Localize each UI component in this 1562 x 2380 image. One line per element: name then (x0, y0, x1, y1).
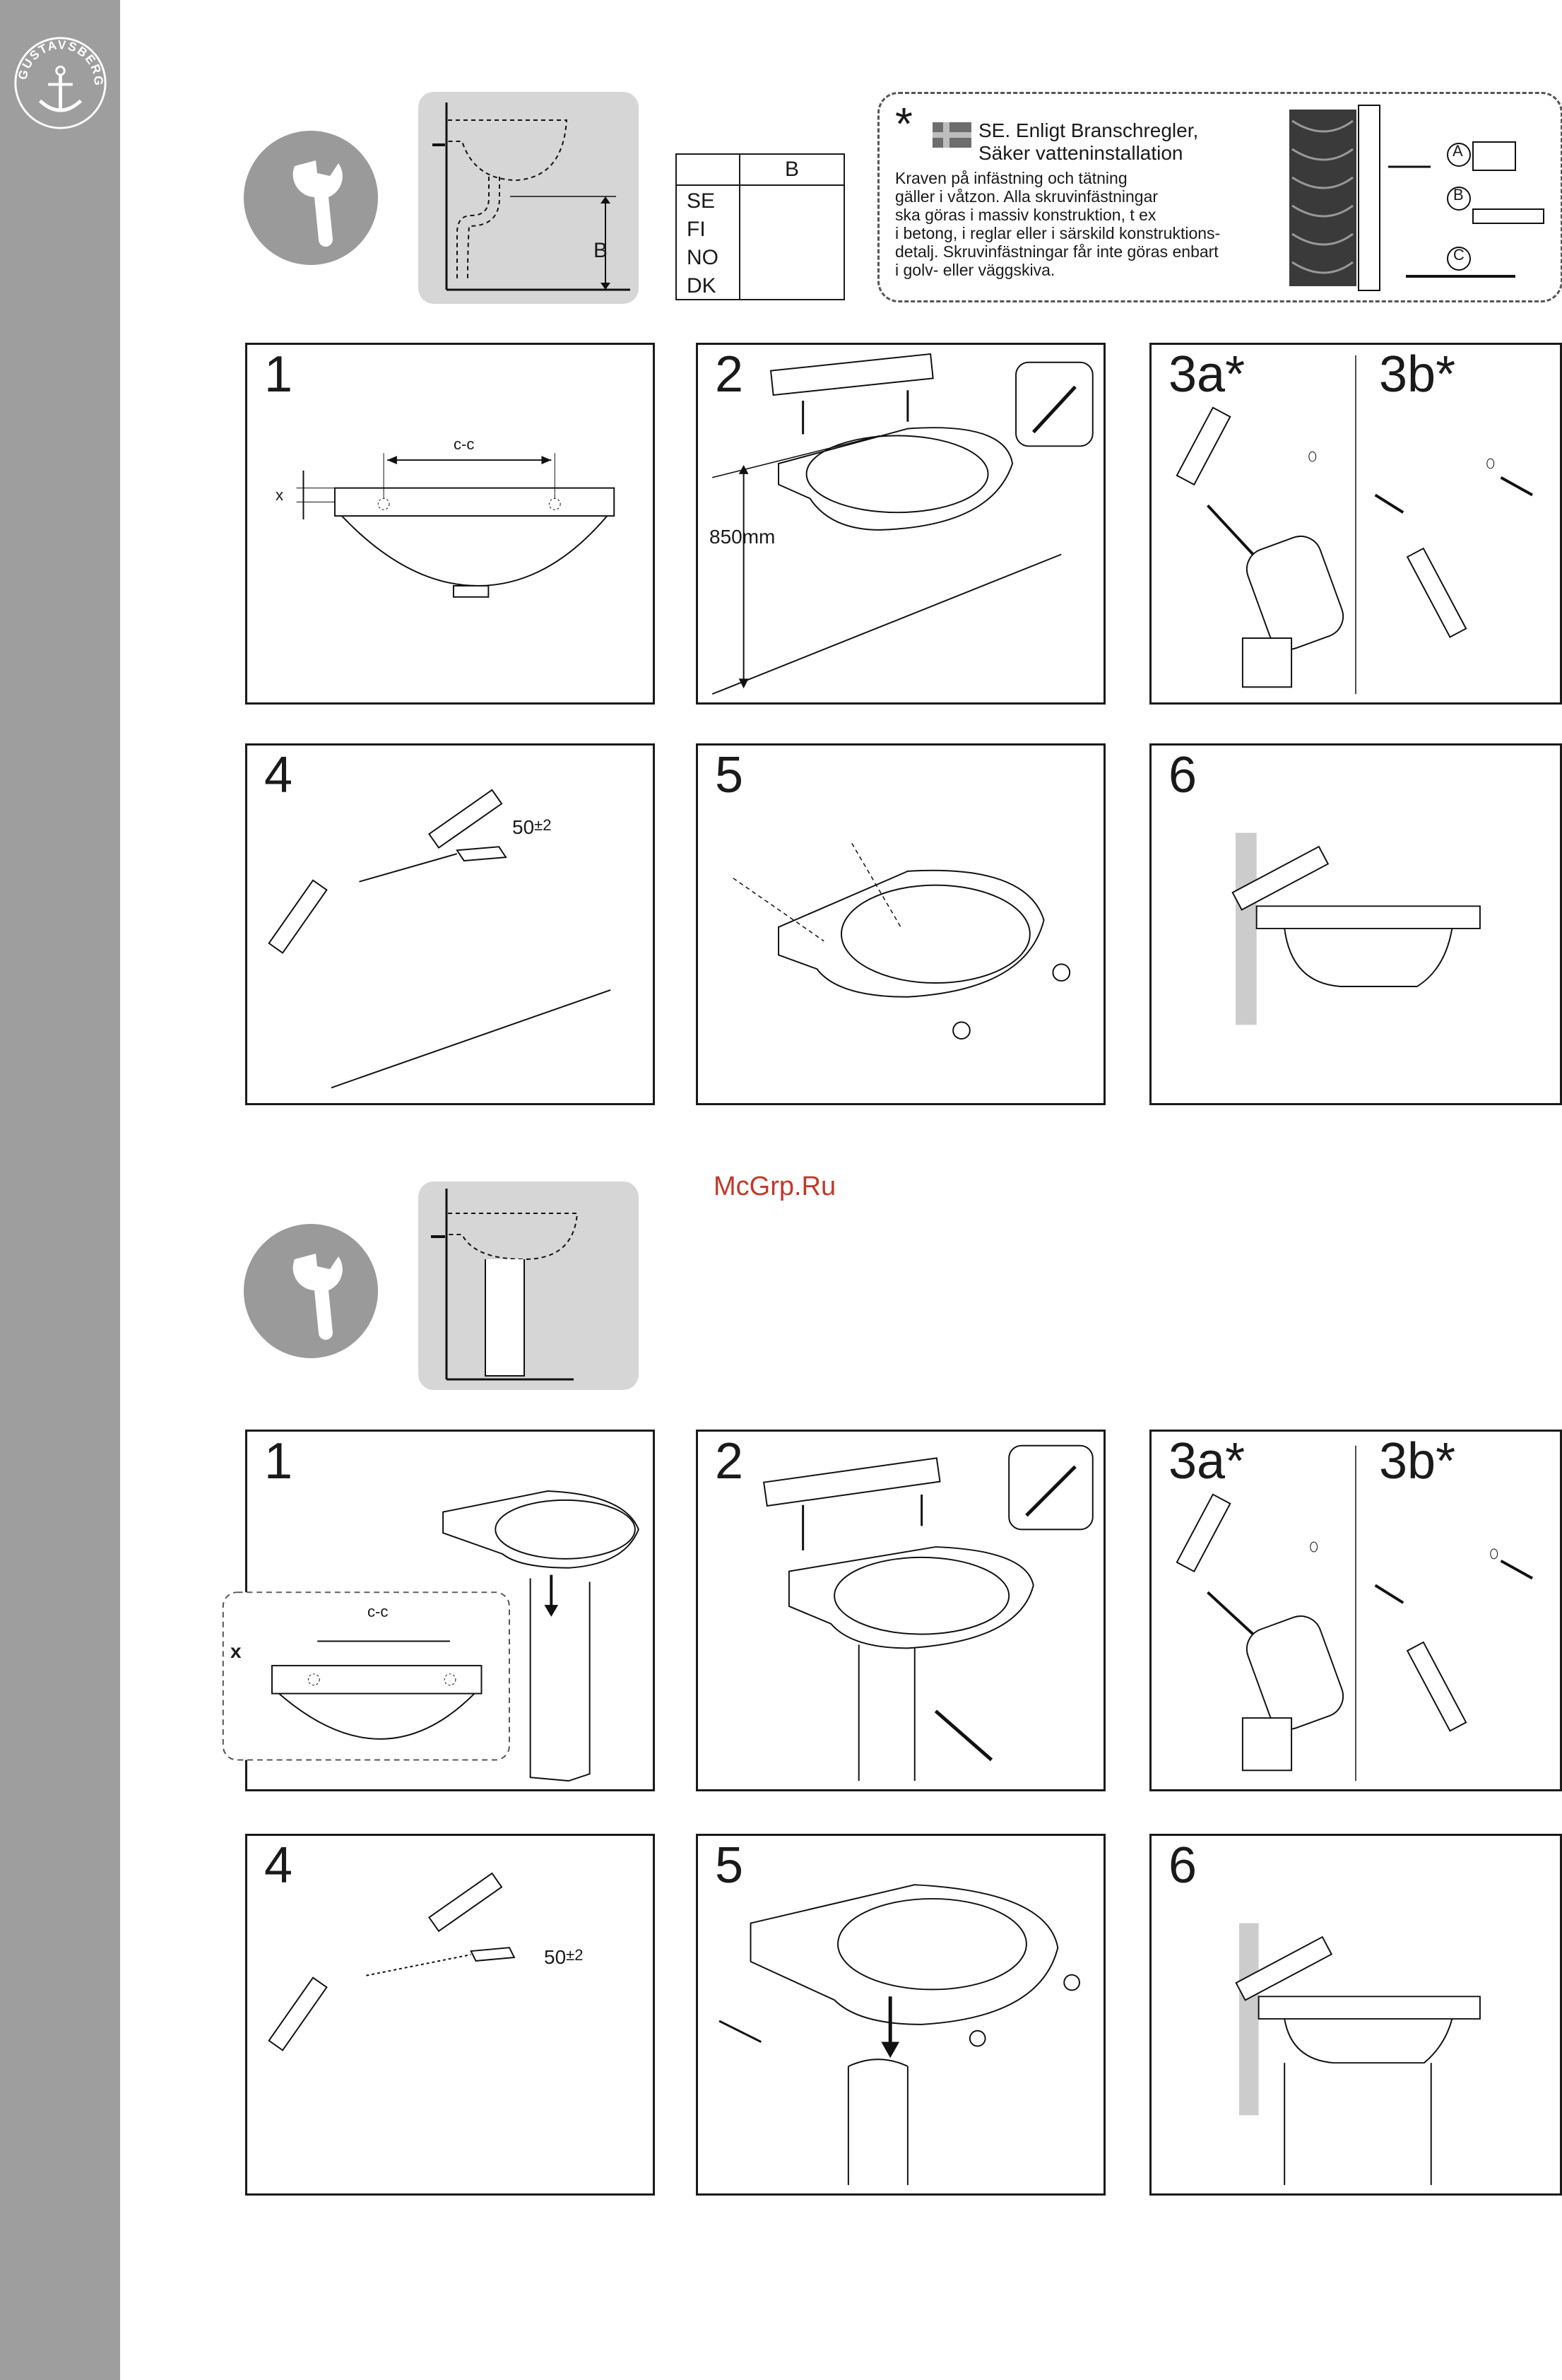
s1-step-4-panel: 4 50±2 (245, 743, 655, 1105)
option-c-label: C (1453, 246, 1465, 264)
siphon-height-label: B (593, 239, 608, 262)
table-row-fi: FI (687, 218, 706, 241)
country-height-table: B SE FI NO DK (675, 153, 845, 300)
cc-dimension-label-2: c-c (367, 1603, 389, 1620)
s1-step-2-panel: 2 850mm (696, 343, 1106, 705)
note-title: SE. Enligt Branschregler, Säker vattenin… (978, 119, 1199, 164)
s2-step-6-number: 6 (1168, 1837, 1197, 1894)
s1-step-4-number: 4 (264, 747, 293, 803)
note-body: Kraven på infästning och tätning gäller … (895, 169, 1221, 279)
s1-step-5-number: 5 (715, 747, 744, 803)
watermark: McGrp.Ru (714, 1172, 836, 1201)
table-row-no: NO (687, 246, 718, 269)
s1-step-1-panel: 1 c-c x (245, 343, 655, 705)
pedestal-diagram (418, 1182, 639, 1390)
wrench-tool-icon (244, 131, 378, 265)
s2-gap-value: 50±2 (544, 1946, 584, 1968)
s1-step-3-panel: 3a* 3b* (1149, 343, 1562, 705)
s2-step-4-number: 4 (264, 1837, 293, 1894)
s2-step-3-panel: 3a* 3b* (1149, 1430, 1562, 1791)
installation-note: * SE. Enligt Branschregler, Säker vatten… (877, 92, 1562, 302)
option-b-label: B (1453, 186, 1464, 204)
note-star: * (895, 98, 913, 149)
wrench-tool-icon-2 (244, 1224, 378, 1358)
x-dimension-label-2: x (230, 1640, 242, 1662)
s2-step-2-number: 2 (715, 1433, 744, 1490)
swedish-flag-icon (933, 122, 971, 148)
height-850mm-label: 850mm (709, 526, 776, 548)
wall-fixing-options-diagram (1289, 105, 1544, 291)
s1-step-2-number: 2 (715, 346, 744, 403)
s2-step-5-panel: 5 (696, 1834, 1106, 2196)
s1-gap-value: 50±2 (512, 816, 552, 838)
cc-dimension-label: c-c (454, 435, 475, 453)
s2-step-1-number: 1 (264, 1433, 293, 1490)
s2-step-5-number: 5 (715, 1837, 744, 1894)
s1-step-3b-number: 3b* (1379, 346, 1456, 403)
option-a-label: A (1452, 142, 1463, 160)
s2-step-2-panel: 2 (696, 1430, 1106, 1791)
table-row-dk: DK (687, 274, 716, 298)
s2-step-6-panel: 6 (1149, 1834, 1562, 2196)
s1-step-6-panel: 6 (1149, 743, 1562, 1105)
s2-step-1-panel: 1 c-c x (222, 1430, 655, 1791)
table-row-se: SE (687, 189, 716, 213)
brand-logo-icon: GUSTAVSBERG (14, 37, 107, 129)
s1-step-6-number: 6 (1168, 747, 1197, 803)
s1-step-5-panel: 5 (696, 743, 1106, 1105)
sidebar (0, 0, 120, 2380)
table-header: B (784, 158, 799, 181)
s2-step-4-panel: 4 50±2 (245, 1834, 655, 2196)
s2-step-3a-number: 3a* (1168, 1433, 1246, 1490)
s1-step-1-number: 1 (264, 346, 293, 403)
x-dimension-label: x (276, 486, 283, 504)
wall-siphon-diagram: B (418, 92, 639, 304)
s1-step-3a-number: 3a* (1168, 346, 1246, 403)
s2-step-3b-number: 3b* (1379, 1433, 1456, 1490)
